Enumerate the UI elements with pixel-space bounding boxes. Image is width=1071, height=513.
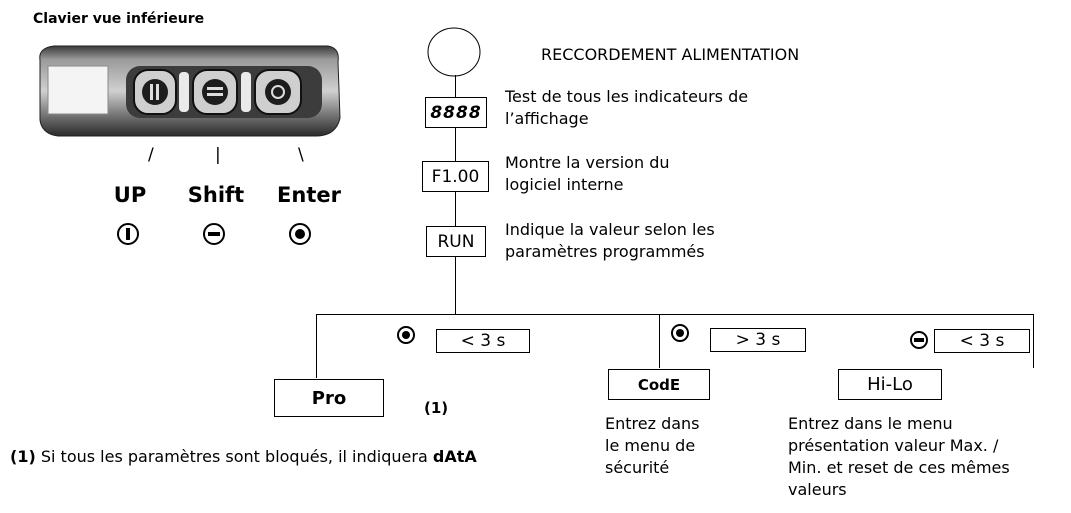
footnote-text: Si tous les paramètres sont bloqués, il … xyxy=(35,447,433,466)
enter-key-label: Enter xyxy=(277,183,341,207)
run-box: RUN xyxy=(426,226,486,257)
start-label: RECCORDEMENT ALIMENTATION xyxy=(541,45,800,64)
footnote-value: dAtA xyxy=(432,447,477,466)
display-test-desc-line1: Test de tous les indicateurs de xyxy=(505,87,749,106)
keyboard-title: Clavier vue inférieure xyxy=(33,11,205,27)
shift-pointer: | xyxy=(215,145,221,165)
footnote: (1) Si tous les paramètres sont bloqués,… xyxy=(10,446,477,468)
footnote-marker: (1) xyxy=(10,447,36,466)
run-desc-line2: paramètres programmés xyxy=(505,242,705,261)
start-circle xyxy=(427,27,481,77)
version-desc-line2: logiciel interne xyxy=(505,175,624,194)
branch-connector xyxy=(316,314,1033,315)
code-time-label: > 3 s xyxy=(710,328,806,352)
pro-time-label: < 3 s xyxy=(436,329,530,353)
keyboard-photo xyxy=(39,45,341,137)
hilo-desc-line3: Min. et reset de ces mêmes xyxy=(788,458,1010,477)
pro-note: (1) xyxy=(424,399,449,417)
up-key-icon xyxy=(117,223,139,245)
branch-drop-code xyxy=(659,314,660,368)
main-connector xyxy=(455,75,456,315)
enter-pointer: \ xyxy=(298,145,304,165)
up-key-label: UP xyxy=(113,183,147,207)
shift-key-label: Shift xyxy=(187,183,245,207)
version-desc-line1: Montre la version du xyxy=(505,153,670,172)
hilo-desc-line1: Entrez dans le menu xyxy=(788,414,953,433)
branch-drop-hilo xyxy=(1033,314,1034,368)
branch-drop-pro xyxy=(316,314,317,378)
hilo-desc-line2: présentation valeur Max. / xyxy=(788,436,999,455)
hilo-time-label: < 3 s xyxy=(934,329,1030,353)
hilo-desc-line4: valeurs xyxy=(788,480,847,499)
enter-key-icon xyxy=(289,223,311,245)
shift-key-icon xyxy=(203,223,225,245)
code-desc-line3: sécurité xyxy=(605,458,670,477)
code-desc-line1: Entrez dans xyxy=(605,414,700,433)
display-test-desc-line2: l’affichage xyxy=(505,109,589,128)
hilo-box: Hi-Lo xyxy=(838,369,942,400)
enter-key-icon xyxy=(671,324,689,342)
display-test-box: 8888 xyxy=(425,97,487,128)
shift-key-icon xyxy=(910,331,928,349)
up-pointer: / xyxy=(148,145,154,165)
run-desc-line1: Indique la valeur selon les xyxy=(505,220,715,239)
version-box: F1.00 xyxy=(422,161,489,192)
pro-box: Pro xyxy=(274,379,384,417)
enter-key-icon xyxy=(397,326,415,344)
code-box: CodE xyxy=(608,369,710,400)
code-desc-line2: le menu de xyxy=(605,436,696,455)
